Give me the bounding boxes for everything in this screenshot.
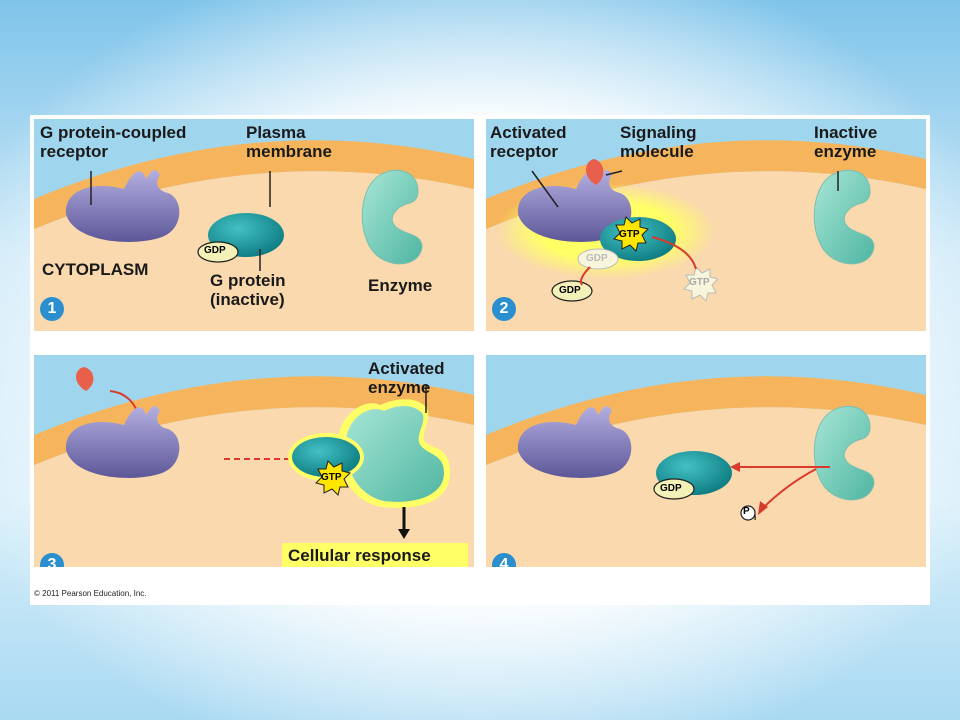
gtp-bind-arrow (651, 236, 697, 270)
copyright-notice: © 2011 Pearson Education, Inc. (34, 589, 147, 598)
cytoplasm-label: CYTOPLASM (42, 260, 149, 279)
signaling-molecule-label: Signaling molecule (620, 123, 697, 161)
step-badge-4: 4 (492, 553, 516, 567)
response-box (282, 543, 468, 567)
receptor-label-line1: G protein-coupled (40, 123, 187, 142)
gtp-faded-text: GTP (689, 277, 710, 288)
step-badge-2: 2 (492, 297, 516, 321)
gprotein-label-line1: G protein (210, 271, 286, 290)
membrane-label-line2: membrane (246, 142, 332, 161)
panel-2: Activated receptor Signaling molecule In… (486, 119, 926, 331)
enzyme-label: Enzyme (368, 276, 433, 295)
gdp-text: GDP (204, 245, 226, 256)
gtp-text: GTP (321, 472, 342, 483)
membrane-label: Plasma membrane (246, 123, 332, 161)
signaling-molecule-line1: Signaling (620, 123, 697, 142)
gdp-faded-bubble (577, 248, 619, 270)
gdp-bubble (653, 478, 695, 500)
activated-receptor-line2: receptor (490, 142, 559, 161)
enzyme-shape (361, 169, 423, 265)
g-protein-shape (292, 437, 360, 477)
gdp-bubble (551, 280, 593, 302)
panel-4-illustration (486, 355, 926, 567)
phosphate-i: i (754, 513, 757, 522)
inactive-enzyme-line1: Inactive (814, 123, 878, 142)
receptor-label: G protein-coupled receptor (40, 123, 186, 161)
membrane-label-line1: Plasma (246, 123, 306, 142)
gdp-text: GDP (660, 483, 682, 494)
phosphate-circle (740, 505, 756, 521)
receptor-shape (65, 406, 180, 478)
inactive-enzyme-line2: enzyme (814, 142, 877, 161)
activated-enzyme-shape (345, 406, 444, 502)
gdp-release-arrow (580, 266, 591, 286)
panel-1: G protein-coupled receptor Plasma membra… (34, 119, 474, 331)
gprotein-label: G protein (inactive) (210, 271, 286, 309)
activated-enzyme-line2: enzyme (368, 378, 431, 397)
inactive-enzyme-label: Inactive enzyme (814, 123, 877, 161)
panel-4: GDP P i 4 (486, 355, 926, 567)
gdp-text: GDP (559, 285, 581, 296)
panel-2-illustration (486, 119, 926, 331)
signaling-figure: G protein-coupled receptor Plasma membra… (30, 115, 930, 605)
plasma-membrane (34, 140, 474, 229)
signaling-molecule-shape (586, 159, 604, 185)
receptor-shape (517, 170, 632, 242)
phosphate-p: P (743, 506, 750, 517)
activated-enzyme-line1: Activated (368, 359, 445, 378)
gdp-faded-text: GDP (586, 253, 608, 264)
gtp-faded-star (683, 266, 719, 302)
panel-1-illustration (34, 119, 474, 331)
gdp-bubble (197, 241, 239, 263)
receptor-shape (65, 170, 180, 242)
activated-receptor-label: Activated receptor (490, 123, 567, 161)
signaling-molecule-line2: molecule (620, 142, 694, 161)
gtp-star (315, 460, 351, 496)
step-badge-1: 1 (40, 297, 64, 321)
gtp-star (613, 216, 649, 252)
gtp-text: GTP (619, 229, 640, 240)
released-signal-shape (76, 367, 94, 391)
receptor-label-line2: receptor (40, 142, 109, 161)
step-badge-3: 3 (40, 553, 64, 567)
cellular-response-label: Cellular response (288, 546, 431, 565)
panel-3: Activated enzyme GTP Cellular response 3 (34, 355, 474, 567)
receptor-shape (517, 406, 632, 478)
phosphate-arrow (761, 468, 817, 510)
activated-receptor-line1: Activated (490, 123, 567, 142)
activated-enzyme-label: Activated enzyme (368, 359, 445, 397)
panel-3-illustration (34, 355, 474, 567)
gprotein-label-line2: (inactive) (210, 290, 285, 309)
